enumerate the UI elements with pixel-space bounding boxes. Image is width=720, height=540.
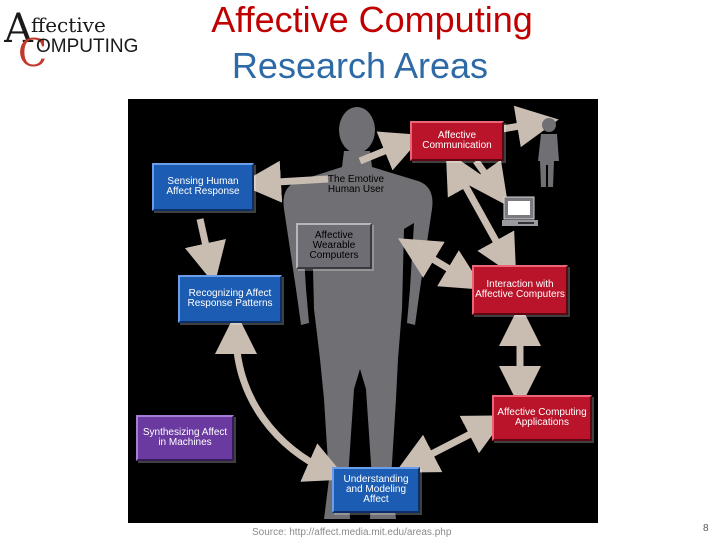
small-person-icon: [538, 118, 559, 187]
arrow-communication-to-computer: [476, 161, 496, 189]
affective-computing-logo: A ffective C OMPUTING: [4, 4, 154, 70]
slide-title: Affective Computing Research Areas: [150, 0, 570, 92]
title-line-2: Research Areas: [150, 40, 570, 92]
research-areas-diagram: The Emotive Human User Affective Communi…: [128, 99, 598, 523]
arrow-communication-interaction: [456, 169, 506, 259]
computer-icon: [502, 197, 538, 226]
logo-graphic: A ffective C OMPUTING: [4, 4, 154, 70]
emotive-user-label: The Emotive Human User: [326, 175, 386, 195]
source-citation: Source: http://affect.media.mit.edu/area…: [252, 527, 451, 538]
arrow-sensing-to-recognizing: [200, 219, 210, 264]
box-understanding-modeling: Understanding and Modeling Affect: [332, 467, 420, 513]
arrow-understanding-applications: [414, 425, 488, 463]
arrow-synth-placeholder: [236, 442, 318, 451]
box-sensing-human-affect: Sensing Human Affect Response: [152, 163, 254, 211]
box-affective-wearable: Affective Wearable Computers: [296, 223, 372, 269]
page-number: 8: [703, 523, 709, 534]
arrow-recognizing-understanding: [236, 333, 328, 471]
logo-text-bottom: OMPUTING: [36, 36, 138, 57]
box-affective-communication: Affective Communication: [410, 121, 504, 161]
title-line-1: Affective Computing: [174, 0, 570, 40]
box-synthesizing-affect: Synthesizing Affect in Machines: [136, 415, 234, 461]
box-recognizing-affect: Recognizing Affect Response Patterns: [178, 275, 282, 323]
arrow-user-to-sensing: [260, 179, 328, 183]
arrow-communication-to-person: [502, 123, 538, 129]
box-interaction-affective: Interaction with Affective Computers: [472, 265, 568, 315]
box-affective-applications: Affective Computing Applications: [492, 395, 592, 441]
